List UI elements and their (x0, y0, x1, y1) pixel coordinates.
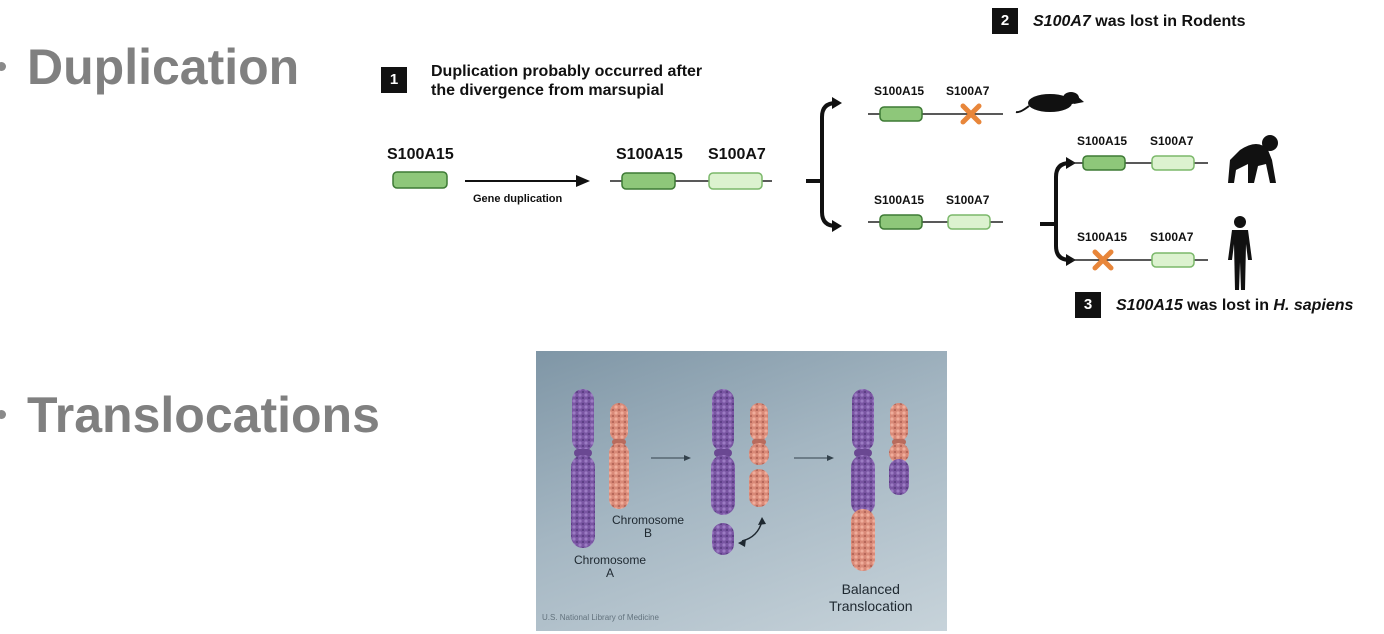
gene-label-s100a15: S100A15 (387, 146, 454, 163)
note-text: was lost in Rodents (1090, 13, 1246, 30)
branch-bracket (1054, 161, 1071, 262)
gene-box-s100a15 (1082, 155, 1126, 171)
step-badge-2: 2 (992, 8, 1018, 34)
arrow-head (758, 517, 766, 525)
gene-box-s100a15 (879, 214, 923, 230)
step-badge-3: 3 (1075, 292, 1101, 318)
gene-label-s100a15: S100A15 (1077, 134, 1128, 148)
species-name-italic: H. sapiens (1273, 297, 1354, 314)
rat-icon (1015, 92, 1084, 114)
gene-box-s100a7 (708, 172, 763, 190)
human-icon (1228, 216, 1252, 290)
gene-label-s100a15: S100A15 (616, 146, 683, 163)
note-line: the divergence from marsupial (431, 82, 664, 99)
gene-name-italic: S100A7 (1033, 13, 1091, 30)
gene-box-s100a7 (1151, 155, 1195, 171)
bullet-dot (0, 62, 6, 71)
chimpanzee-icon (1228, 135, 1278, 183)
arrow-head (738, 539, 746, 547)
arrow-head (1066, 254, 1076, 266)
label-line: A (606, 566, 615, 580)
loss-mark-icon (1092, 249, 1114, 271)
chromosome-b (609, 403, 629, 509)
chromosome-a (571, 389, 595, 548)
gene-name-italic: S100A15 (1116, 297, 1183, 314)
note-rodent-loss: S100A7 was lost in Rodents (1033, 12, 1246, 31)
gene-label-s100a7: S100A7 (946, 84, 990, 98)
note-human-loss: S100A15 was lost in H. sapiens (1116, 296, 1353, 315)
chromosome-b-broken (749, 403, 769, 507)
note-line: Duplication probably occurred after (431, 63, 703, 80)
chromosome-a-translocated (851, 389, 875, 571)
gene-box-s100a15 (621, 172, 676, 190)
label-line: Balanced (841, 581, 900, 597)
heading-duplication: Duplication (27, 39, 300, 95)
gene-label-s100a7: S100A7 (1150, 230, 1194, 244)
bullet-dot (0, 410, 6, 419)
gene-label-s100a7: S100A7 (708, 146, 766, 163)
image-credit: U.S. National Library of Medicine (542, 613, 659, 622)
arrow-head (1066, 157, 1076, 169)
branch-bracket (820, 101, 837, 228)
arrow-head (827, 455, 834, 461)
gene-label-s100a15: S100A15 (874, 84, 925, 98)
gene-box-s100a15 (392, 171, 448, 189)
arrow-head (576, 175, 590, 187)
gene-duplication-label: Gene duplication (473, 193, 563, 205)
chromosome-b-translocated (889, 403, 909, 495)
arrow-head (684, 455, 691, 461)
gene-label-s100a7: S100A7 (1150, 134, 1194, 148)
gene-box-s100a15 (879, 106, 923, 122)
gene-label-s100a7: S100A7 (946, 193, 990, 207)
gene-label-s100a15: S100A15 (1077, 230, 1128, 244)
gene-box-s100a7 (947, 214, 991, 230)
note-text: was lost in (1182, 297, 1274, 314)
loss-mark-icon (960, 103, 982, 125)
arrow-head (832, 97, 842, 109)
label-line: Chromosome (574, 553, 647, 567)
gene-box-s100a7 (1151, 252, 1195, 268)
gene-label-s100a15: S100A15 (874, 193, 925, 207)
chromosome-drawing (571, 389, 909, 571)
chromosome-a-broken (711, 389, 735, 555)
label-line: B (644, 526, 653, 540)
note-duplication: Duplication probably occurred after the … (431, 62, 702, 100)
label-line: Translocation (829, 598, 913, 614)
heading-translocations: Translocations (27, 387, 380, 443)
step-badge-1: 1 (381, 67, 407, 93)
arrow-head (832, 220, 842, 232)
label-line: Chromosome (612, 513, 685, 527)
